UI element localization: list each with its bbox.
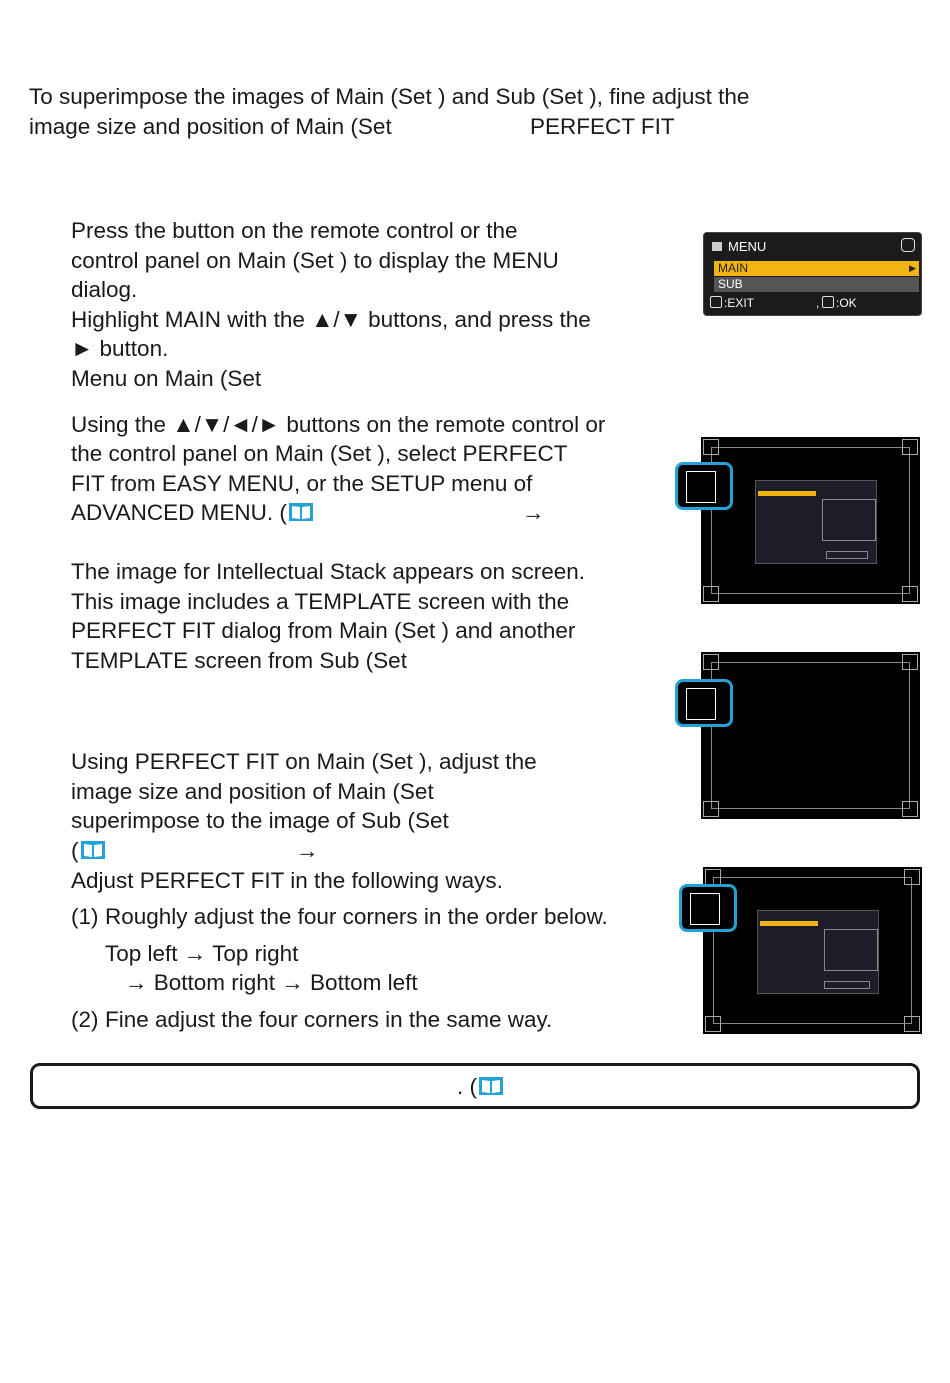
step3-line: The image for Intellectual Stack appears… [71, 559, 586, 584]
intro-line-1: To superimpose the images of Main (Set )… [29, 84, 750, 109]
corner-zoom-callout-3 [679, 884, 737, 932]
menu-ok-label: :OK [836, 296, 857, 310]
template-pf-screenshot-1 [701, 437, 920, 604]
step4-line: image size and position of Main (Set [71, 779, 434, 804]
item-1-text: Roughly adjust the four corners in the o… [105, 904, 608, 929]
note-text: . ( [457, 1072, 505, 1102]
step2-line: the control panel on Main (Set ), select… [71, 441, 568, 466]
intro-line-2a: image size and position of Main (Set [29, 114, 392, 139]
menu-item-sub-label: SUB [718, 277, 743, 291]
item-1-number: (1) [71, 904, 99, 929]
step2-line: FIT from EASY MENU, or the SETUP menu of [71, 471, 533, 496]
menu-title-text: MENU [728, 239, 767, 254]
step3-line: This image includes a TEMPLATE screen wi… [71, 589, 570, 614]
menu-item-sub: SUB [714, 277, 919, 292]
step4-ref: ( [71, 836, 107, 866]
intro-line-2b: PERFECT FIT [530, 114, 675, 139]
step2-line-4: ADVANCED MENU. ( [71, 498, 315, 528]
template-screenshot [701, 652, 920, 819]
perfect-fit-dialog [757, 910, 879, 994]
book-icon [288, 503, 313, 521]
step3-line: TEMPLATE screen from Sub (Set [71, 648, 407, 673]
step3-line: PERFECT FIT dialog from Main (Set ) and … [71, 618, 576, 643]
step4-adjust: Adjust PERFECT FIT in the following ways… [71, 868, 503, 893]
note-box: . ( [30, 1063, 920, 1109]
menu-footer: :EXIT , :OK [710, 295, 917, 311]
menu-exit-label: :EXIT [724, 296, 755, 310]
menu-dialog-screenshot: MENU MAIN ▶ SUB :EXIT , :OK [703, 232, 922, 316]
step1-line: dialog. [71, 277, 138, 302]
step4-line: Using PERFECT FIT on Main (Set ), adjust… [71, 749, 537, 774]
step2-line-4a: ADVANCED MENU. ( [71, 500, 287, 525]
right-key-icon [822, 296, 834, 308]
step1-line: Menu on Main (Set [71, 366, 262, 391]
book-icon [479, 1077, 503, 1095]
corner-zoom-callout-2 [675, 679, 733, 727]
left-key-icon [710, 296, 722, 308]
menu-title: MENU [712, 238, 766, 256]
menu-item-main-label: MAIN [718, 261, 748, 275]
menu-icon [712, 242, 722, 251]
step1-line: ► button. [71, 336, 169, 361]
arrow-right-icon: ▶ [909, 263, 916, 273]
step1-line: Press the button on the remote control o… [71, 218, 518, 243]
menu-item-main: MAIN ▶ [714, 261, 919, 276]
step4-arrow: → [296, 838, 319, 863]
step4-ref-paren: ( [71, 838, 79, 863]
corner-order-1: Top left → Top right [105, 941, 299, 966]
corner-order-2: → Bottom right → Bottom left [125, 970, 418, 995]
step2-line: Using the ▲/▼/◄/► buttons on the remote … [71, 412, 606, 437]
book-icon [80, 841, 105, 859]
menu-separator: , [816, 296, 820, 310]
note-text-label: . ( [457, 1074, 477, 1099]
item-2-number: (2) [71, 1007, 99, 1032]
perfect-fit-dialog [755, 480, 877, 564]
step1-line: Highlight MAIN with the ▲/▼ buttons, and… [71, 307, 591, 332]
corner-zoom-callout-1 [675, 462, 733, 510]
cycle-icon [901, 238, 915, 252]
item-2-text: Fine adjust the four corners in the same… [105, 1007, 553, 1032]
step2-arrow: → [522, 500, 545, 525]
step1-line: control panel on Main (Set ) to display … [71, 248, 559, 273]
step4-line: superimpose to the image of Sub (Set [71, 808, 449, 833]
template-pf-screenshot-2 [703, 867, 922, 1034]
